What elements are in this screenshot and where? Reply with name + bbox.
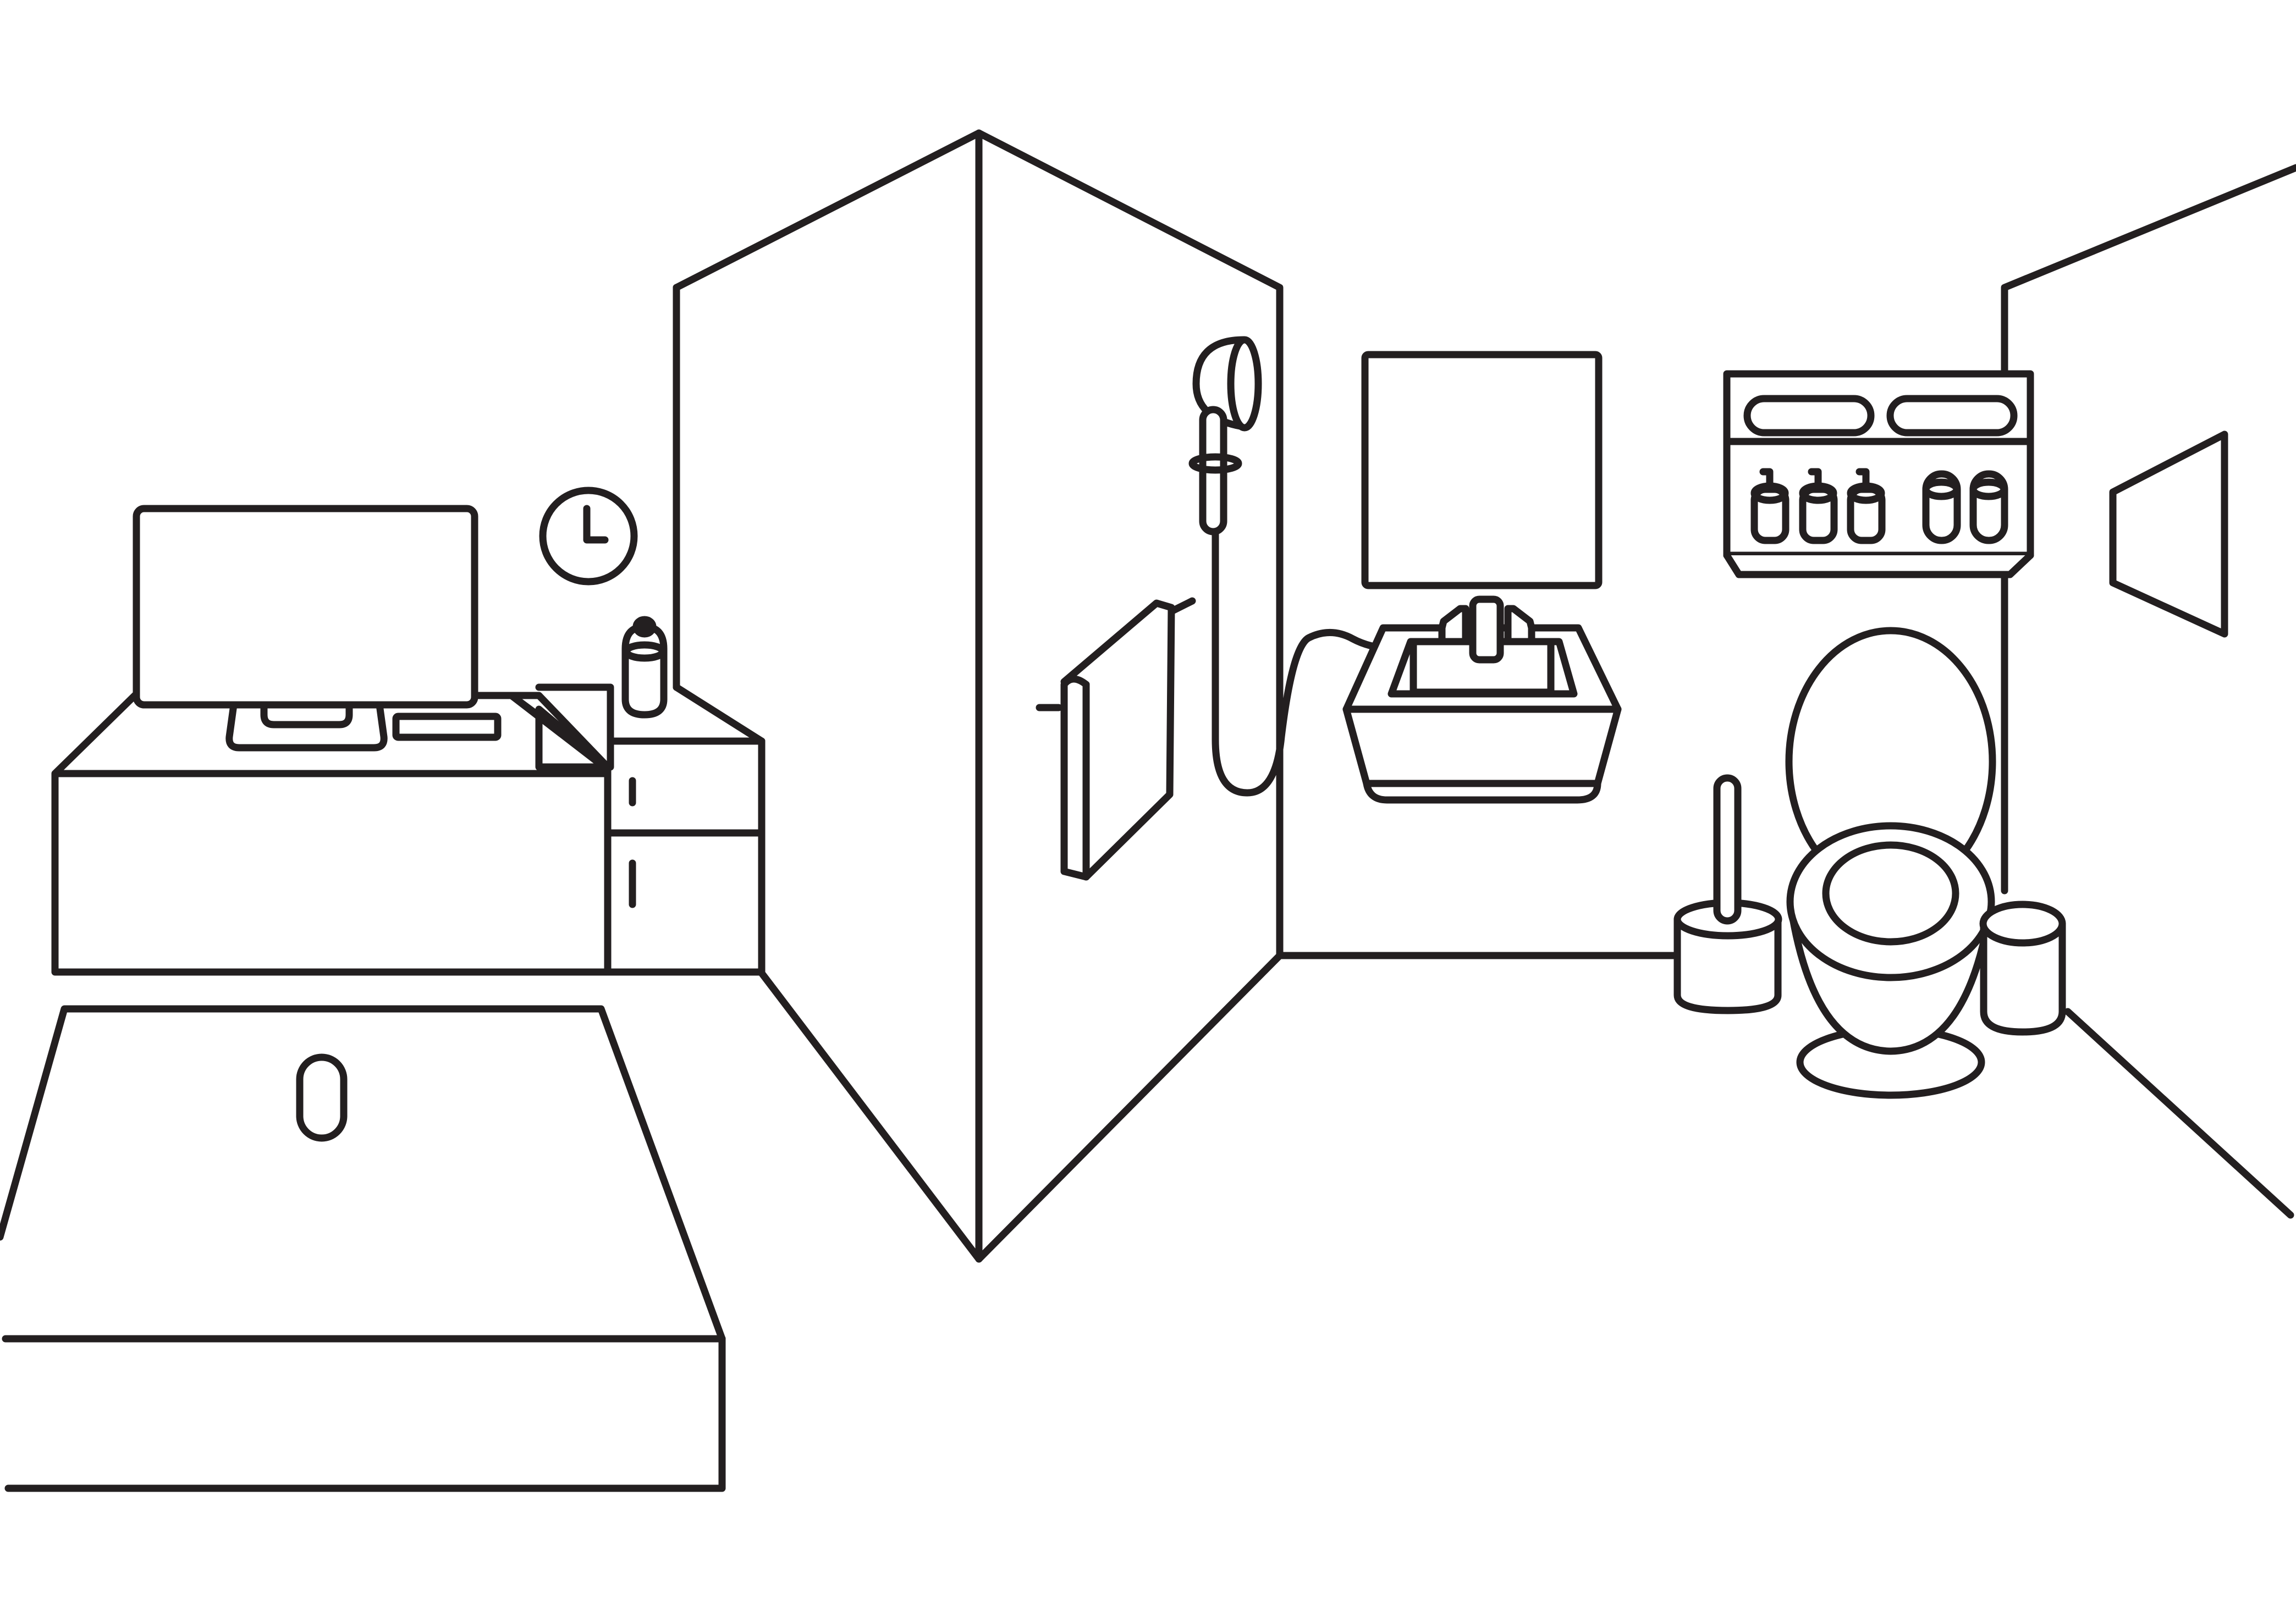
shelf [1723,370,2034,578]
toiletry-bottles [1750,468,2008,544]
toilet-brush [1673,774,1782,1014]
mirror [1361,351,1603,589]
cream-bottle [1969,470,2008,544]
toilet [1785,627,1996,1099]
pump-bottle [1847,468,1886,544]
wall-picture [2109,430,2228,638]
wall-clock [539,487,638,586]
room-walls [673,129,2296,1263]
cream-bottle [1922,470,1961,544]
keyboard [392,683,614,774]
pump-bottle [1750,468,1790,544]
shower-head [1188,336,1395,797]
toilet-paper-roll [1979,901,2066,1036]
monitor [133,505,478,752]
bottle [621,616,668,719]
cabinet [604,683,766,976]
bed [0,1005,726,1492]
towel-rail [1036,597,1196,881]
sink [1342,595,1622,804]
pump-bottle [1799,468,1838,544]
